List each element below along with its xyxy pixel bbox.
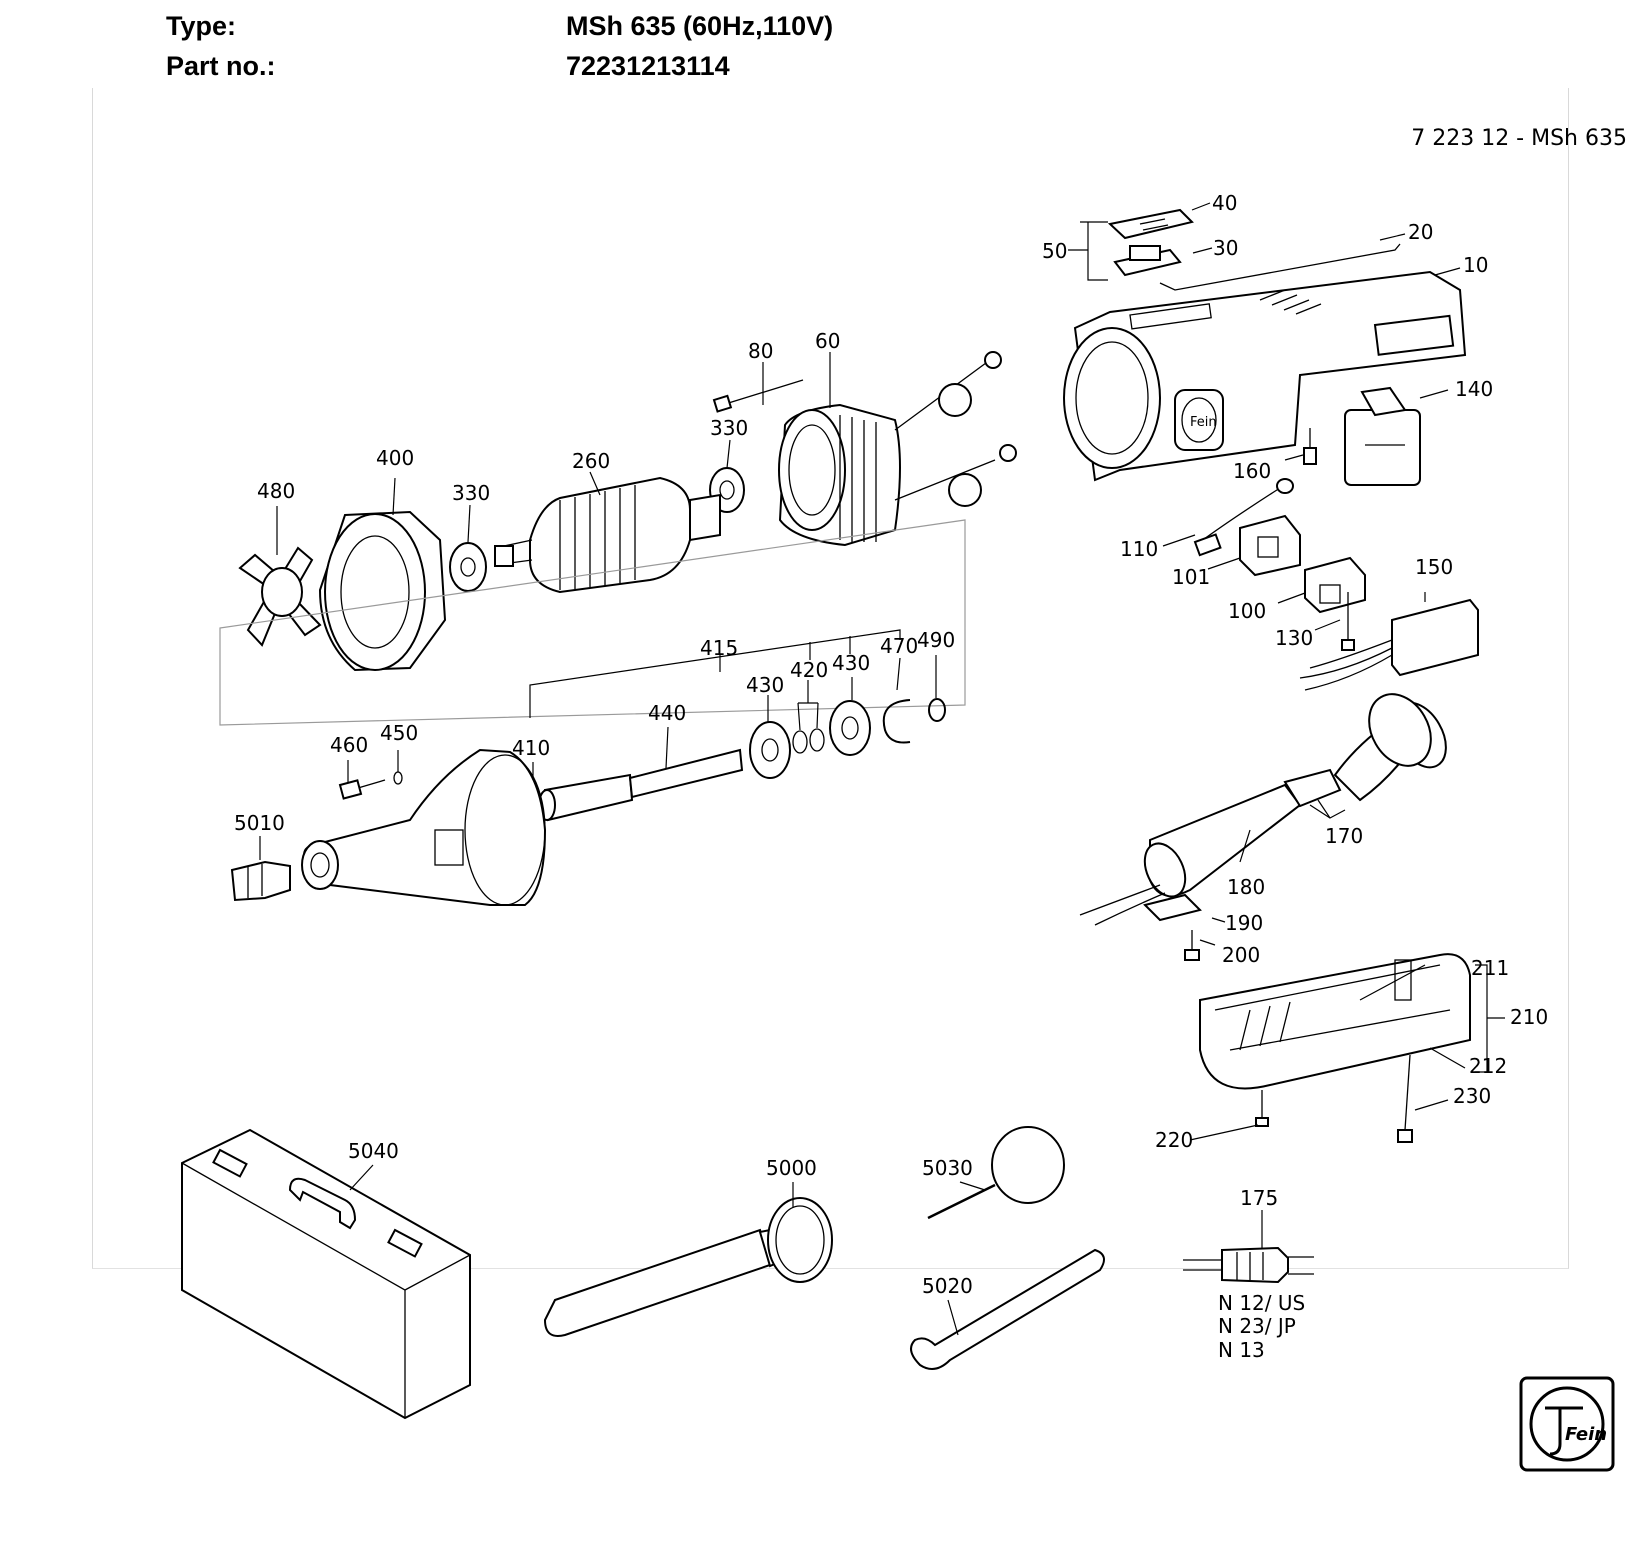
callout-170: 170 [1325, 824, 1363, 848]
cable-clamp-part[interactable] [1143, 893, 1202, 922]
callout-5000: 5000 [766, 1156, 817, 1180]
callout-330-front: 330 [452, 481, 490, 505]
bracket-wire-part[interactable] [1159, 243, 1401, 291]
callout-450: 450 [380, 721, 418, 745]
callout-230: 230 [1453, 1084, 1491, 1108]
callout-260: 260 [572, 449, 610, 473]
retaining-rings-part[interactable] [792, 728, 825, 754]
suppressor-part[interactable] [1299, 598, 1479, 691]
switch-base-part[interactable] [1113, 245, 1182, 277]
long-screw-part[interactable] [1397, 1054, 1413, 1143]
type-value: MSh 635 (60Hz,110V) [566, 11, 834, 41]
wire-ring-tool-part[interactable] [927, 1126, 1065, 1220]
callout-5040: 5040 [348, 1139, 399, 1163]
logo-wordmark: Fein [1565, 1424, 1607, 1445]
type-label: Type: [166, 11, 237, 41]
assembly-outline [219, 519, 966, 726]
callout-130: 130 [1275, 626, 1313, 650]
callout-110: 110 [1120, 537, 1158, 561]
callout-175: 175 [1240, 1186, 1278, 1210]
callout-10: 10 [1463, 253, 1488, 277]
power-plug-part[interactable] [1183, 1246, 1314, 1284]
callout-470: 470 [880, 634, 918, 658]
ball-bearing-front-part[interactable] [449, 542, 487, 592]
callout-212: 212 [1469, 1054, 1507, 1078]
capacitor-block-part[interactable] [1344, 386, 1421, 486]
spindle-part[interactable] [538, 748, 744, 822]
clamp-screw-part[interactable] [1184, 930, 1200, 961]
callout-150: 150 [1415, 555, 1453, 579]
callout-400: 400 [376, 446, 414, 470]
ball-bearing-430a-part[interactable] [749, 721, 791, 779]
callout-60: 60 [815, 329, 840, 353]
callout-220: 220 [1155, 1128, 1193, 1152]
handle-shell-part[interactable] [1199, 953, 1471, 1090]
plug-variant-us: N 12/ US [1218, 1291, 1305, 1315]
callout-20: 20 [1408, 220, 1433, 244]
callout-140: 140 [1455, 377, 1493, 401]
callout-30: 30 [1213, 236, 1238, 260]
drawing-code: 7 223 12 - MSh 635 [1411, 126, 1627, 151]
callout-430-a: 430 [746, 673, 784, 697]
callout-190: 190 [1225, 911, 1263, 935]
leader-lines [259, 202, 1505, 1336]
callout-480: 480 [257, 479, 295, 503]
callout-490: 490 [917, 628, 955, 652]
screw-part[interactable] [1303, 428, 1317, 465]
callout-180: 180 [1227, 875, 1265, 899]
support-handle-part[interactable] [543, 1197, 833, 1337]
plug-variant-jp: N 23/ JP [1218, 1314, 1296, 1338]
switch-slider-part[interactable] [1107, 208, 1194, 240]
callout-200: 200 [1222, 943, 1260, 967]
callout-420: 420 [790, 658, 828, 682]
fan-part[interactable] [238, 546, 322, 647]
housing-logo-mark: Fein [1190, 415, 1217, 430]
callout-430-b: 430 [832, 651, 870, 675]
brush-holder-part-2[interactable] [1304, 556, 1366, 614]
drawing-frame [92, 88, 1569, 1269]
callout-5030: 5030 [922, 1156, 973, 1180]
part-number-label: Part no.: [166, 51, 276, 81]
collet-nut-part[interactable] [230, 860, 291, 902]
callout-210: 210 [1510, 1005, 1548, 1029]
field-coil-part[interactable] [778, 351, 1017, 547]
housing-screw-part[interactable] [338, 779, 386, 800]
carrying-case-part[interactable] [181, 1128, 471, 1420]
callout-211: 211 [1471, 956, 1509, 980]
callout-440: 440 [648, 701, 686, 725]
cable-sleeve-part[interactable] [1079, 768, 1342, 926]
plug-variant-n13: N 13 [1218, 1338, 1265, 1362]
carbon-brush-part[interactable] [1193, 478, 1294, 557]
gear-housing-part[interactable] [301, 748, 547, 906]
callout-415: 415 [700, 636, 738, 660]
callout-5020: 5020 [922, 1274, 973, 1298]
callout-80: 80 [748, 339, 773, 363]
spring-washer-part[interactable] [928, 698, 946, 722]
part-number-value: 72231213114 [566, 51, 730, 81]
callout-410: 410 [512, 736, 550, 760]
handle-screw-part[interactable] [1255, 1090, 1269, 1127]
callout-50: 50 [1042, 239, 1067, 263]
motor-housing-part[interactable]: Fein [1063, 270, 1467, 482]
callout-100: 100 [1228, 599, 1266, 623]
brush-holder-part[interactable] [1239, 514, 1301, 577]
callout-460: 460 [330, 733, 368, 757]
callout-40: 40 [1212, 191, 1237, 215]
callout-160: 160 [1233, 459, 1271, 483]
ball-bearing-430b-part[interactable] [829, 700, 871, 756]
snap-ring-part[interactable] [882, 699, 911, 744]
bearing-flange-part[interactable] [318, 510, 447, 672]
open-end-wrench-part[interactable] [910, 1248, 1105, 1370]
cable-bushing-part[interactable] [1333, 683, 1457, 802]
callout-101: 101 [1172, 565, 1210, 589]
brush-screw-part[interactable] [1341, 592, 1355, 651]
field-screw-part[interactable] [712, 379, 804, 413]
washer-part[interactable] [393, 771, 403, 785]
callout-5010: 5010 [234, 811, 285, 835]
armature-part[interactable] [494, 476, 721, 594]
callout-330-rear: 330 [710, 416, 748, 440]
fein-logo: Fein [1519, 1376, 1615, 1472]
